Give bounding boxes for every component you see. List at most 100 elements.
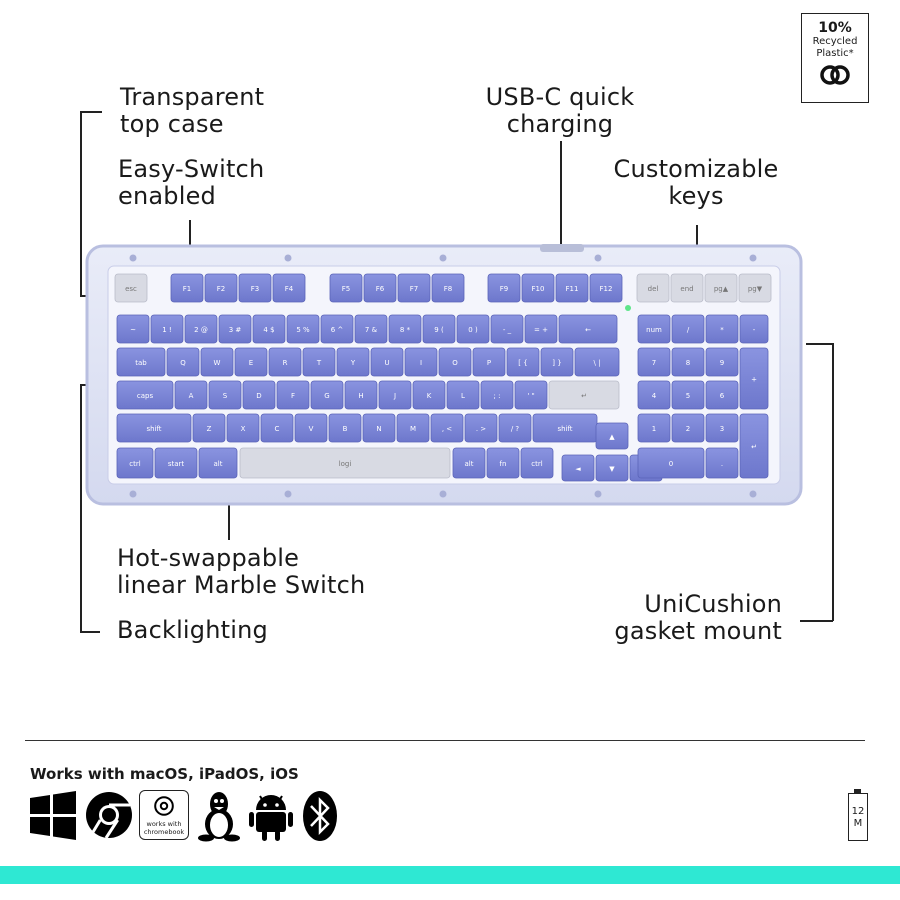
keycap-legend: 7 & (365, 326, 378, 334)
keycap-tab-row (472, 347, 506, 377)
keycap-legend: ctrl (531, 460, 542, 468)
keycap-legend: caps (137, 392, 154, 400)
numpad-key (671, 347, 705, 377)
keycap-legend: F12 (600, 285, 613, 293)
keycap-legend: 5 (686, 392, 690, 400)
keycap-legend: \ | (594, 359, 601, 367)
keycap-tab-row (268, 347, 302, 377)
keycap-number-row (558, 314, 618, 344)
keycap-shift-row (294, 413, 328, 443)
keycap-legend: O (452, 359, 458, 367)
keycap-legend: * (720, 326, 724, 334)
keycap-legend: 4 $ (263, 326, 274, 334)
numpad-key (671, 413, 705, 443)
keycap-caps-row (446, 380, 480, 410)
keycap-legend: 1 (652, 425, 656, 433)
keycap-bottom-row (198, 447, 238, 479)
keycap-number-row (286, 314, 320, 344)
keycap-legend: 0 ) (468, 326, 478, 334)
arrow-key (595, 454, 629, 482)
callout-transparent-top-case: Transparent top case (120, 84, 264, 138)
keycap-shift-row (430, 413, 464, 443)
keycap-shift-row (116, 413, 192, 443)
callout-hot-swappable: Hot-swappable linear Marble Switch (117, 545, 365, 599)
recycle-loop-icon (820, 65, 850, 85)
badge-line1: Recycled (812, 36, 858, 47)
keycap-legend: 2 (686, 425, 690, 433)
keycap-tab-row (234, 347, 268, 377)
keycap-caps-row (276, 380, 310, 410)
keycap-fn-row (738, 273, 772, 303)
keycap-legend: Y (350, 359, 356, 367)
keycap-fn-row (487, 273, 521, 303)
callout-line: Customizable (613, 155, 779, 183)
keycap-legend: ~ (130, 326, 136, 334)
callout-line: linear Marble Switch (117, 571, 366, 599)
keycap-legend: ← (585, 326, 591, 334)
keycap-legend: F9 (500, 285, 508, 293)
works-with-chromebook-icon: works with chromebook (139, 790, 189, 840)
keycap-legend: F5 (342, 285, 350, 293)
keycap-legend: / ? (511, 425, 520, 433)
keycap-tab-row (166, 347, 200, 377)
callout-line: Easy-Switch (118, 155, 265, 183)
keycap-legend: . (721, 460, 723, 468)
case-screws (129, 254, 757, 498)
linux-icon (198, 792, 240, 842)
keycap-number-row (422, 314, 456, 344)
chrome-small-icon (154, 796, 174, 816)
keycap-legend: + (751, 376, 757, 384)
keycap-legend: J (393, 392, 396, 400)
keycap-fn-row (555, 273, 589, 303)
keycap-legend: start (168, 460, 185, 468)
keycap-legend: 0 (669, 460, 673, 468)
keycap-legend: H (358, 392, 363, 400)
keycap-legend: pg▲ (714, 285, 729, 293)
keycap-legend: I (420, 359, 422, 367)
keycap-legend: K (427, 392, 432, 400)
badge-percent: 10% (818, 20, 852, 36)
keycap-fn-row (431, 273, 465, 303)
keycap-fn-row (397, 273, 431, 303)
keycap-legend: [ { (518, 359, 527, 367)
keycap-number-row (184, 314, 218, 344)
keycap-legend: F7 (410, 285, 418, 293)
keycap-legend: pg▼ (748, 285, 763, 293)
keycap-fn-row (704, 273, 738, 303)
keycap-legend: 1 ! (162, 326, 172, 334)
keycap-legend: logi (339, 460, 352, 468)
keycap-number-row (524, 314, 558, 344)
keycap-tab-row (200, 347, 234, 377)
status-led (625, 305, 631, 311)
keycap-fn-row (238, 273, 272, 303)
usb-c-port (540, 244, 584, 252)
keycap-shift-row (328, 413, 362, 443)
keycap-caps-row (548, 380, 620, 410)
keycap-legend: V (309, 425, 314, 433)
keycap-bottom-row (486, 447, 520, 479)
numpad-key (637, 347, 671, 377)
keycap-legend: ↵ (581, 392, 587, 400)
keycap-legend: - _ (503, 326, 512, 334)
numpad-key (637, 380, 671, 410)
keycap-legend: P (487, 359, 491, 367)
battery-life-icon: 12 M (848, 789, 868, 841)
keycap-fn-row (272, 273, 306, 303)
keycap-legend: W (214, 359, 221, 367)
keycap-legend: F11 (566, 285, 579, 293)
callout-line: enabled (118, 182, 216, 210)
keycap-caps-row (514, 380, 548, 410)
keycap-legend: fn (500, 460, 507, 468)
keycap-number-row (150, 314, 184, 344)
numpad-key (739, 347, 769, 410)
numpad-key (671, 380, 705, 410)
keycap-legend: - (753, 326, 756, 334)
spacebar (239, 447, 451, 479)
keycap-fn-row (521, 273, 555, 303)
keycap-tab-row (116, 347, 166, 377)
arrow-key (561, 454, 595, 482)
keycap-legend: ▼ (609, 465, 615, 473)
keycap-caps-row (310, 380, 344, 410)
keycap-legend: shift (557, 425, 572, 433)
